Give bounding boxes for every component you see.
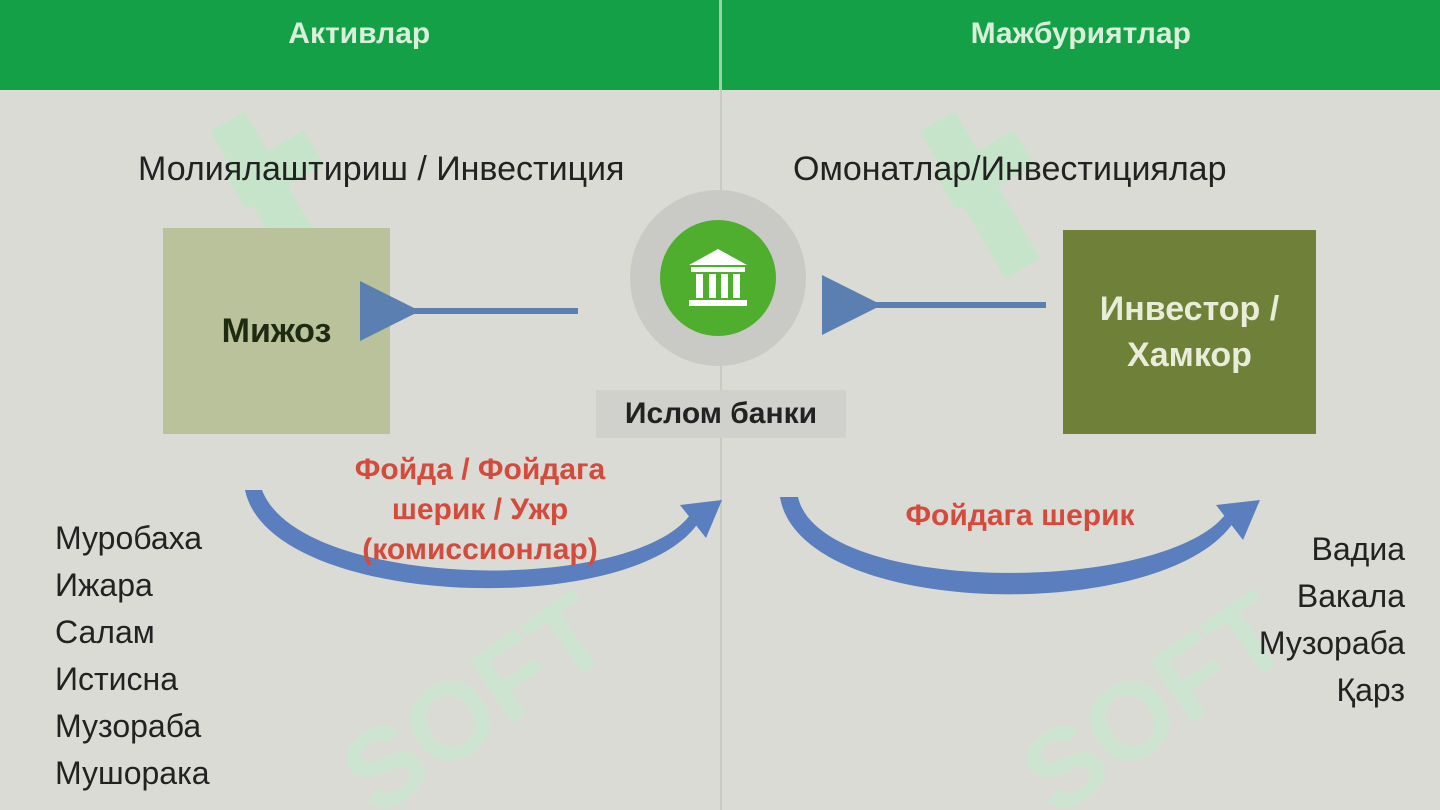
list-item: Салам [55,614,155,650]
list-item: Истисна [55,661,178,697]
investor-box: Инвестор / Хамкор [1063,230,1316,434]
liabilities-subtitle: Омонатлар/Инвестициялар [793,150,1227,188]
list-item: Қарз [1336,672,1405,708]
assets-return-line1: Фойда / Фойдага [354,453,606,486]
assets-return-line2: шерик / Ужр [391,493,569,526]
bank-building-icon [689,249,747,306]
client-box-label: Мижоз [221,312,332,350]
investor-box-line2: Хамкор [1127,336,1252,374]
client-return-arc [245,490,700,589]
assets-return-label: Фойда / Фойдага шерик / Ужр (комиссионла… [330,450,630,570]
list-item: Ижара [55,567,153,603]
list-item: Вакала [1296,578,1405,614]
assets-subtitle: Молиялаштириш / Инвестиция [138,150,625,188]
client-box: Мижоз [163,228,390,434]
investor-box-line1: Инвестор / [1099,290,1280,328]
list-item: Музораба [1258,625,1405,661]
client-return-arrowhead [680,500,722,538]
investor-return-arc [780,497,1235,595]
list-item: Вадиа [1311,531,1405,567]
list-item: Музораба [55,708,202,744]
assets-products-list: Муробаха Ижара Салам Истисна Музораба Му… [55,515,210,797]
bank-circle [660,220,776,336]
table-header: Активлар Мажбуриятлар [0,0,1440,90]
column-divider [720,90,722,810]
assets-header: Активлар [0,0,722,90]
list-item: Мушорака [55,755,210,791]
assets-return-line3: (комиссионлар) [362,533,598,566]
liabilities-products-list: Вадиа Вакала Музораба Қарз [1259,526,1405,714]
bank-label: Ислом банки [596,390,846,438]
liabilities-header: Мажбуриятлар [970,17,1191,50]
list-item: Муробаха [55,520,203,556]
liabilities-return-label: Фойдага шерик [905,499,1135,532]
investor-return-arrowhead [1216,500,1260,540]
